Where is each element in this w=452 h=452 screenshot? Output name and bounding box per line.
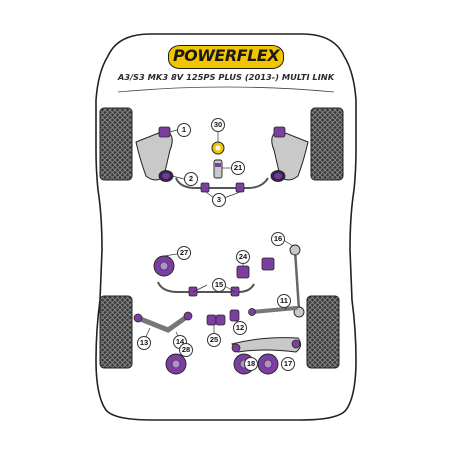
front-anti-roll-bar (175, 177, 269, 189)
callout-21: 21 (231, 161, 245, 175)
vehicle-title: A3/S3 MK3 8V 125PS PLUS (2013-) MULTI LI… (117, 72, 335, 82)
front-right-wishbone (270, 126, 309, 182)
rear-round-bush-28 (165, 353, 187, 375)
rear-arb-bush-right (230, 286, 240, 297)
front-arb-bush-left (200, 182, 210, 193)
callout-1: 1 (177, 123, 191, 137)
tyre-front-right (310, 107, 344, 181)
callout-11: 11 (277, 294, 291, 308)
callout-27: 27 (177, 246, 191, 260)
rear-anti-roll-bar (157, 281, 255, 293)
logo-text: POWERFLEX (172, 46, 280, 65)
engine-mount-insert (211, 141, 225, 155)
front-left-wishbone (135, 126, 174, 182)
callout-28: 28 (179, 343, 193, 357)
tyre-rear-left (99, 295, 133, 369)
rear-upper-link (248, 306, 298, 316)
lower-torque-mount (213, 159, 223, 179)
rear-arb-bush-left (188, 286, 198, 297)
callout-15: 15 (212, 278, 226, 292)
tyre-rear-right (306, 295, 340, 369)
tyre-front-left (99, 107, 133, 181)
rear-lower-wishbone-right (231, 337, 302, 353)
rear-drop-link (289, 244, 305, 318)
callout-3: 3 (212, 193, 226, 207)
rear-bush-25 (206, 314, 226, 326)
callout-12: 12 (233, 321, 247, 335)
callout-24: 24 (236, 250, 250, 264)
rear-link-bush-12 (229, 309, 240, 322)
rear-round-bush-27 (153, 255, 175, 277)
rear-round-bush-17 (257, 353, 279, 375)
callout-18: 18 (244, 357, 258, 371)
front-arb-bush-right (235, 182, 245, 193)
callout-25: 25 (207, 333, 221, 347)
car-body-outline (95, 33, 357, 421)
rear-subframe-bush-24 (236, 257, 275, 279)
rear-lower-arm-left (133, 311, 193, 333)
powerflex-logo: POWERFLEX (168, 45, 284, 69)
callout-2: 2 (184, 172, 198, 186)
callout-16: 16 (271, 232, 285, 246)
callout-30: 30 (211, 118, 225, 132)
callout-13: 13 (137, 336, 151, 350)
callout-17: 17 (281, 357, 295, 371)
